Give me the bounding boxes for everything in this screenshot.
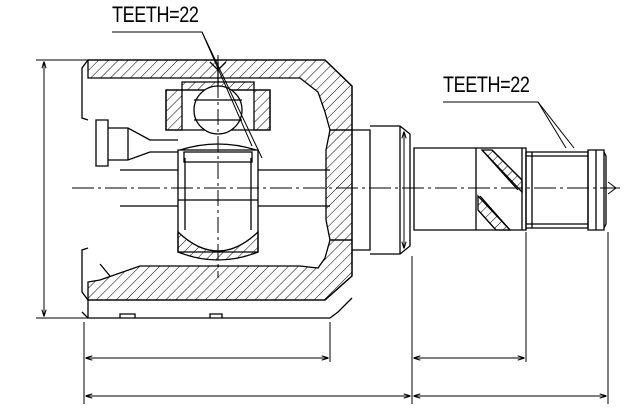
shaft-teeth-label: TEETH=22 bbox=[443, 72, 530, 97]
housing-teeth-label: TEETH=22 bbox=[112, 2, 199, 27]
housing bbox=[82, 60, 352, 318]
shaft-end-arrow bbox=[608, 182, 616, 194]
shaft bbox=[414, 148, 606, 230]
dimensions bbox=[36, 60, 608, 404]
neck bbox=[352, 126, 410, 254]
housing-end-wall bbox=[326, 130, 352, 240]
leader-lines bbox=[112, 32, 574, 158]
left-stub bbox=[96, 120, 178, 276]
